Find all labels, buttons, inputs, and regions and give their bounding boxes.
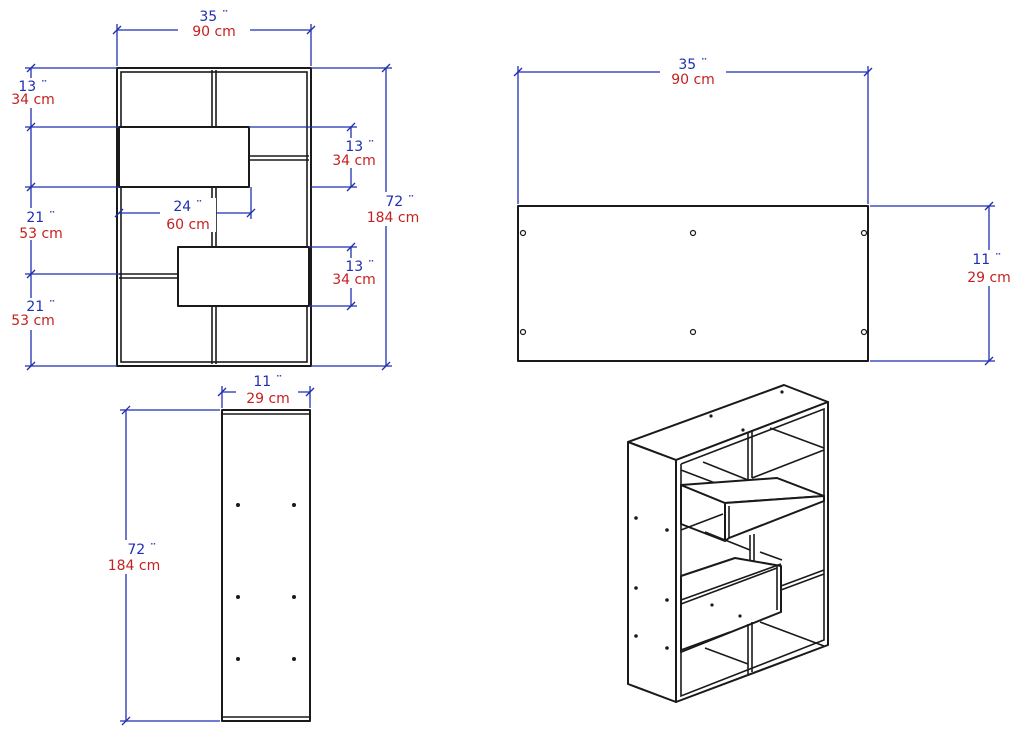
front-drawer-2	[177, 246, 310, 307]
front-drawer1-cm: 34 cm	[332, 153, 376, 169]
top-width-cm: 90 cm	[671, 72, 715, 88]
top-dimensions: 35 ¨ 90 cm 11 ¨ 29 cm	[513, 57, 1018, 366]
top-panel	[517, 205, 869, 362]
iso-drawer-1-front	[724, 495, 825, 542]
front-bottom-inch: 21 ¨	[26, 299, 55, 315]
front-view	[116, 67, 312, 367]
front-top-inch: 13 ¨	[18, 79, 47, 95]
front-width-cm: 90 cm	[192, 24, 236, 40]
top-width-inch: 35 ¨	[678, 57, 707, 73]
front-offset-cm: 60 cm	[166, 217, 210, 233]
front-drawer2-inch: 13 ¨	[345, 259, 374, 275]
front-bottom-cm: 53 cm	[11, 313, 55, 329]
front-drawer1-inch: 13 ¨	[345, 139, 374, 155]
front-frame-inner	[120, 71, 308, 363]
front-width-inch: 35 ¨	[199, 9, 228, 25]
side-height-cm: 184 cm	[108, 558, 161, 574]
front-middle-cm: 53 cm	[19, 226, 63, 242]
top-depth-inch: 11 ¨	[972, 252, 1001, 268]
side-depth-inch: 11 ¨	[253, 374, 282, 390]
side-dimensions: 11 ¨ 29 cm 72 ¨ 184 cm	[100, 374, 315, 726]
side-view	[221, 409, 311, 722]
front-height-cm: 184 cm	[367, 210, 420, 226]
front-offset-inch: 24 ¨	[173, 199, 202, 215]
top-depth-cm: 29 cm	[967, 270, 1011, 286]
iso-side-face	[627, 441, 677, 703]
front-drawer2-cm: 34 cm	[332, 272, 376, 288]
front-middle-inch: 21 ¨	[26, 210, 55, 226]
isometric-view	[627, 384, 829, 703]
iso-drawer-2	[680, 557, 782, 653]
front-dimensions: 35 ¨ 90 cm 13 ¨ 34 cm 21 ¨ 53 cm 21 ¨ 53…	[8, 8, 426, 371]
front-top-cm: 34 cm	[11, 92, 55, 108]
front-drawer-1	[118, 126, 250, 188]
top-view	[517, 205, 869, 362]
side-depth-cm: 29 cm	[246, 391, 290, 407]
side-height-inch: 72 ¨	[127, 542, 156, 558]
side-panel	[221, 409, 311, 722]
front-height-inch: 72 ¨	[385, 194, 414, 210]
